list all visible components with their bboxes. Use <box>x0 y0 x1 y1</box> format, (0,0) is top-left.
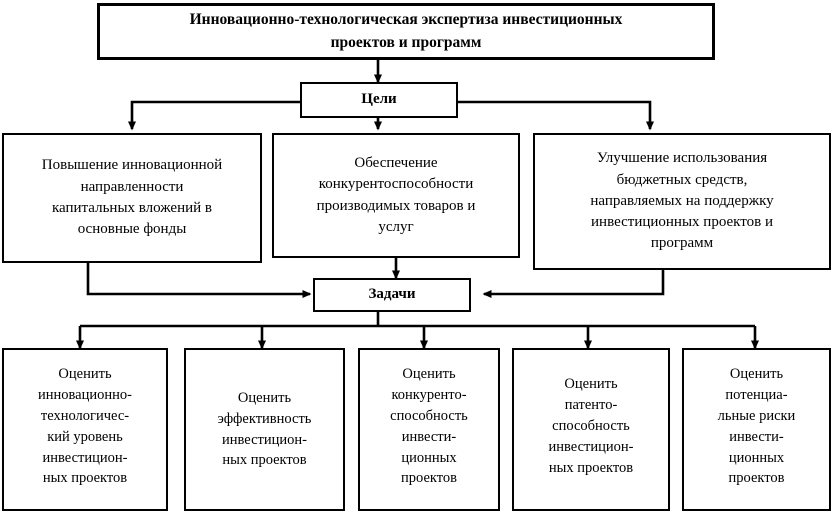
tasks-hub-label: Задачи <box>368 286 416 303</box>
task-box-5: Оценить потенциа- льные риски инвести- ц… <box>682 348 831 511</box>
task-3-line-5: ционных <box>401 449 457 466</box>
goal-3-line-3: направляемых на поддержку <box>590 192 774 209</box>
task-5-line-4: инвести- <box>729 428 784 445</box>
task-2-line-3: инвестицион- <box>222 431 307 448</box>
goal-2-line-1: Обеспечение <box>354 154 438 171</box>
task-2-line-4: ных проектов <box>222 452 307 469</box>
goal-2-line-2: конкурентоспособности <box>318 176 474 193</box>
task-4-line-2: патенто- <box>564 396 618 413</box>
goal-2-line-3: производимых товаров и <box>316 197 476 214</box>
task-5-line-3: льные риски <box>717 407 796 424</box>
goal-1-line-2: направленности <box>80 178 184 195</box>
goal-box-2: Обеспечение конкурентоспособности произв… <box>272 133 520 258</box>
task-3-line-4: инвести- <box>401 428 457 445</box>
task-5-line-6: проектов <box>728 470 785 487</box>
edge-goal-3-to-tasks-hub <box>482 270 665 298</box>
task-5-line-5: ционных <box>728 449 785 466</box>
goal-1-line-1: Повышение инновационной <box>41 157 223 174</box>
task-3-line-1: Оценить <box>402 366 456 382</box>
title-line-2: проектов и программ <box>330 33 482 51</box>
goal-3-line-5: программ <box>650 235 714 252</box>
task-5-line-1: Оценить <box>729 366 784 382</box>
goal-3-line-4: инвестиционных проектов и <box>591 214 773 231</box>
task-4-line-4: инвестицион- <box>548 438 634 455</box>
goals-hub-box: Цели <box>300 82 458 118</box>
task-3-line-6: проектов <box>401 470 457 487</box>
task-3-line-3: способность <box>390 407 468 424</box>
task-4-line-5: ных проектов <box>548 459 634 476</box>
edge-goal-1-to-tasks-hub <box>86 263 312 298</box>
task-2-line-1: Оценить <box>237 389 292 406</box>
goal-1-line-3: капитальных вложений в <box>51 200 213 216</box>
goals-hub-label: Цели <box>361 91 397 108</box>
task-1-line-4: кий уровень <box>47 428 123 445</box>
goal-box-1: Повышение инновационной направленности к… <box>2 133 262 263</box>
task-4-line-3: способность <box>552 417 630 434</box>
title-box: Инновационно-технологическая экспертиза … <box>97 3 715 60</box>
goal-1-line-4: основные фонды <box>77 221 187 238</box>
goal-2-line-4: услуг <box>378 218 414 235</box>
task-2-line-2: эффективность <box>217 410 312 427</box>
task-1-line-2: инновационно- <box>38 386 132 403</box>
goal-3-line-2: бюджетных средств, <box>616 171 748 188</box>
task-box-1: Оценить инновационно- технологичес- кий … <box>2 348 168 511</box>
task-box-2: Оценить эффективность инвестицион- ных п… <box>184 348 345 511</box>
task-1-line-6: ных проектов <box>42 470 128 487</box>
task-3-line-2: конкуренто- <box>391 386 467 403</box>
title-line-1: Инновационно-технологическая экспертиза … <box>189 11 623 29</box>
task-box-4: Оценить патенто- способность инвестицион… <box>512 348 670 511</box>
task-5-line-2: потенциа- <box>725 386 788 403</box>
goal-3-line-1: Улучшение использования <box>596 150 768 167</box>
edge-goals-hub-to-goal-3 <box>458 100 654 131</box>
tasks-hub-box: Задачи <box>313 278 471 312</box>
task-1-line-3: технологичес- <box>40 407 130 424</box>
goal-box-3: Улучшение использования бюджетных средст… <box>533 133 831 270</box>
task-4-line-1: Оценить <box>564 376 618 392</box>
task-box-3: Оценить конкуренто- способность инвести-… <box>358 348 500 511</box>
edge-goals-hub-to-goal-1 <box>128 100 300 131</box>
task-1-line-1: Оценить <box>58 366 112 382</box>
task-1-line-5: инвестицион- <box>42 449 128 466</box>
